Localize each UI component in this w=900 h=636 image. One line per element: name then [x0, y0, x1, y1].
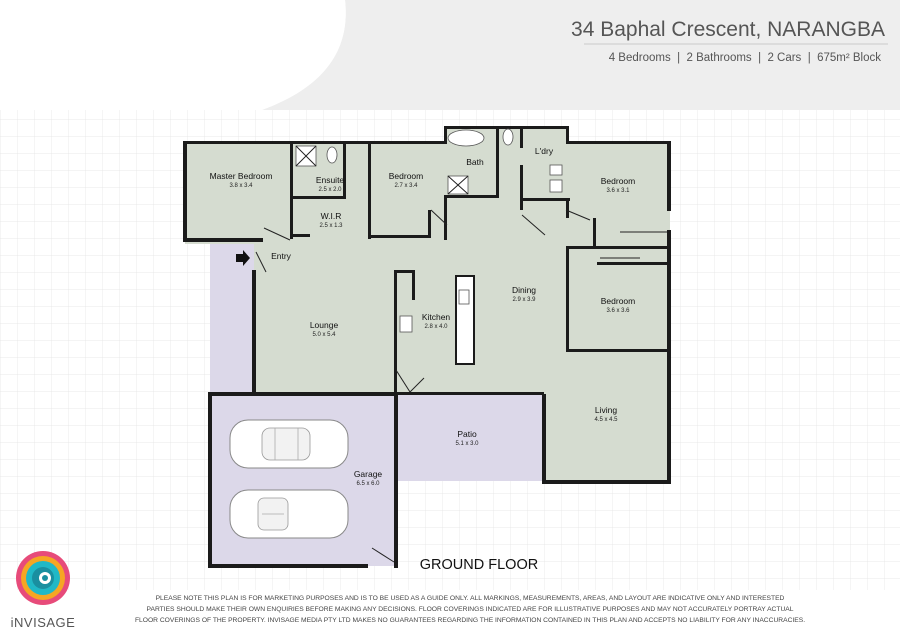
room-master-name: Master Bedroom — [210, 171, 273, 181]
room-bed2-name: Bedroom — [389, 171, 424, 181]
disclaimer: PLEASE NOTE THIS PLAN IS FOR MARKETING P… — [135, 595, 805, 624]
room-dining-name: Dining — [512, 285, 536, 295]
property-summary: 4 Bedrooms | 2 Bathrooms | 2 Cars | 675m… — [609, 52, 882, 64]
room-bed3-dim: 3.6 x 3.1 — [606, 188, 630, 194]
garage-path-fill — [210, 244, 254, 396]
invisage-logo: iNVISAGE — [11, 551, 76, 630]
fixtures — [236, 128, 667, 563]
disclaimer-line-2: PARTIES SHOULD MAKE THEIR OWN ENQUIRIES … — [147, 606, 794, 613]
disclaimer-line-1: PLEASE NOTE THIS PLAN IS FOR MARKETING P… — [156, 595, 785, 602]
room-bed2-dim: 2.7 x 3.4 — [394, 183, 418, 189]
car-top-icon — [229, 419, 349, 469]
room-dining-dim: 2.9 x 3.9 — [512, 297, 536, 303]
room-laundry-name: L'dry — [535, 146, 554, 156]
room-patio-name: Patio — [457, 429, 477, 439]
room-wir-dim: 2.5 x 1.3 — [319, 223, 343, 229]
room-lounge-name: Lounge — [310, 320, 339, 330]
room-kitchen-name: Kitchen — [422, 312, 451, 322]
room-bed4-name: Bedroom — [601, 296, 636, 306]
logo-text: iNVISAGE — [11, 615, 76, 630]
room-ensuite-name: Ensuite — [316, 175, 345, 185]
room-bath-name: Bath — [466, 157, 484, 167]
disclaimer-line-3: FLOOR COVERINGS OF THE PROPERTY. INVISAG… — [135, 617, 805, 624]
room-garage-name: Garage — [354, 469, 383, 479]
room-bed4-dim: 3.6 x 3.6 — [606, 308, 630, 314]
room-ensuite-dim: 2.5 x 2.0 — [318, 187, 342, 193]
room-entry-name: Entry — [271, 251, 292, 261]
room-garage-dim: 6.5 x 6.0 — [356, 481, 380, 487]
patio-fill — [396, 394, 544, 481]
room-living-name: Living — [595, 405, 617, 415]
room-bed3-name: Bedroom — [601, 176, 636, 186]
property-title: 34 Baphal Crescent, NARANGBA — [571, 18, 885, 41]
entry-arrow-icon — [236, 250, 250, 266]
room-labels: Master Bedroom 3.8 x 3.4 Ensuite 2.5 x 2… — [210, 146, 636, 487]
header-band — [0, 0, 900, 110]
room-lounge-dim: 5.0 x 5.4 — [312, 332, 336, 338]
car-convertible-icon — [229, 489, 349, 539]
header-swoosh — [0, 0, 346, 110]
room-living-dim: 4.5 x 4.5 — [594, 417, 618, 423]
floor-label: GROUND FLOOR — [420, 557, 538, 573]
room-wir-name: W.I.R — [321, 211, 342, 221]
room-master-dim: 3.8 x 3.4 — [229, 183, 253, 189]
room-patio-dim: 5.1 x 3.0 — [455, 441, 479, 447]
room-kitchen-dim: 2.8 x 4.0 — [424, 324, 448, 330]
